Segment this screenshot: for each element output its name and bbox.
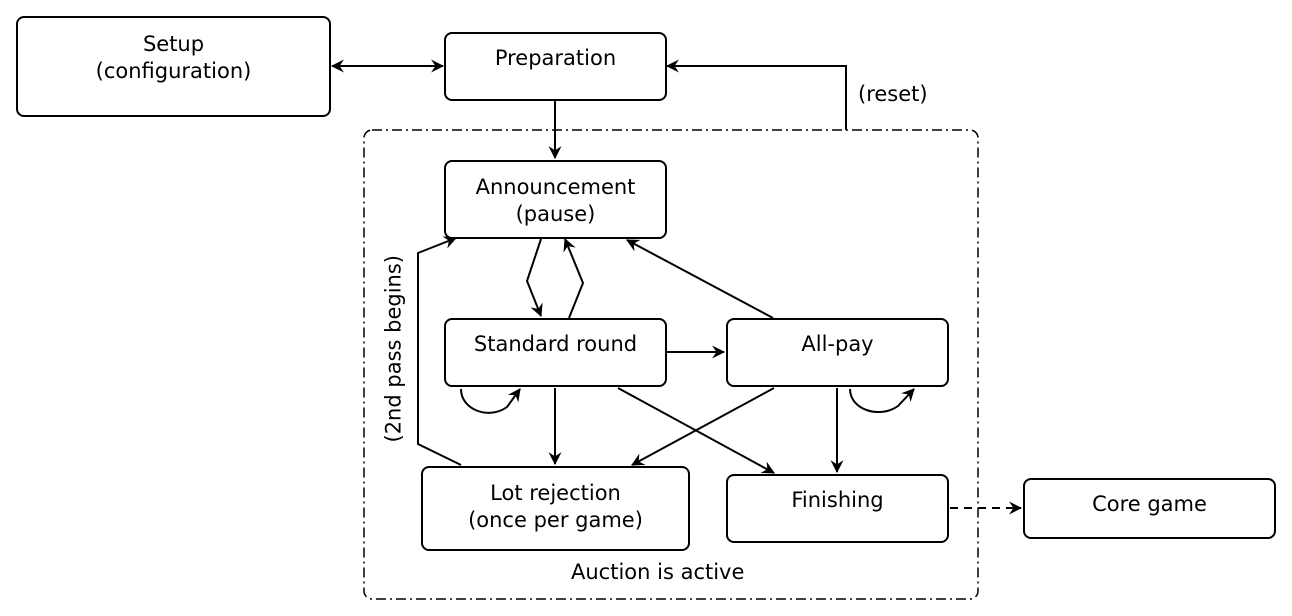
announcement-node: Announcement (pause): [444, 160, 667, 239]
edge-allpay-lotrejection: [631, 387, 775, 466]
lot-rejection-node: Lot rejection (once per game): [421, 466, 690, 551]
edge-allpay-announcement: [626, 239, 774, 319]
announcement-subtitle: (pause): [515, 202, 596, 226]
edge-allpay-selfloop: [849, 388, 915, 414]
lot-rejection-title: Lot rejection: [490, 481, 621, 505]
standard-round-node: Standard round: [444, 318, 667, 387]
second-pass-label: (2nd pass begins): [381, 255, 406, 443]
preparation-title: Preparation: [494, 46, 617, 70]
finishing-node: Finishing: [726, 474, 949, 543]
preparation-node: Preparation: [444, 32, 667, 101]
finishing-title: Finishing: [791, 488, 884, 512]
edge-second-pass: [417, 236, 462, 466]
setup-subtitle: (configuration): [95, 59, 252, 83]
setup-title: Setup: [142, 32, 205, 56]
edge-announcement-standard: [525, 238, 543, 318]
all-pay-node: All-pay: [726, 318, 949, 387]
auction-group-label: Auction is active: [571, 560, 745, 584]
all-pay-title: All-pay: [801, 332, 874, 356]
reset-label: (reset): [858, 82, 928, 106]
standard-round-title: Standard round: [473, 332, 638, 356]
core-game-node: Core game: [1023, 478, 1276, 539]
lot-rejection-subtitle: (once per game): [468, 508, 643, 532]
announcement-title: Announcement: [475, 175, 636, 199]
edge-reset: [665, 59, 847, 130]
edge-standard-announcement: [563, 237, 585, 319]
auction-group-boundary: [363, 129, 979, 600]
core-game-title: Core game: [1092, 492, 1207, 516]
setup-node: Setup (configuration): [16, 16, 331, 117]
edge-standard-selfloop: [460, 388, 521, 414]
